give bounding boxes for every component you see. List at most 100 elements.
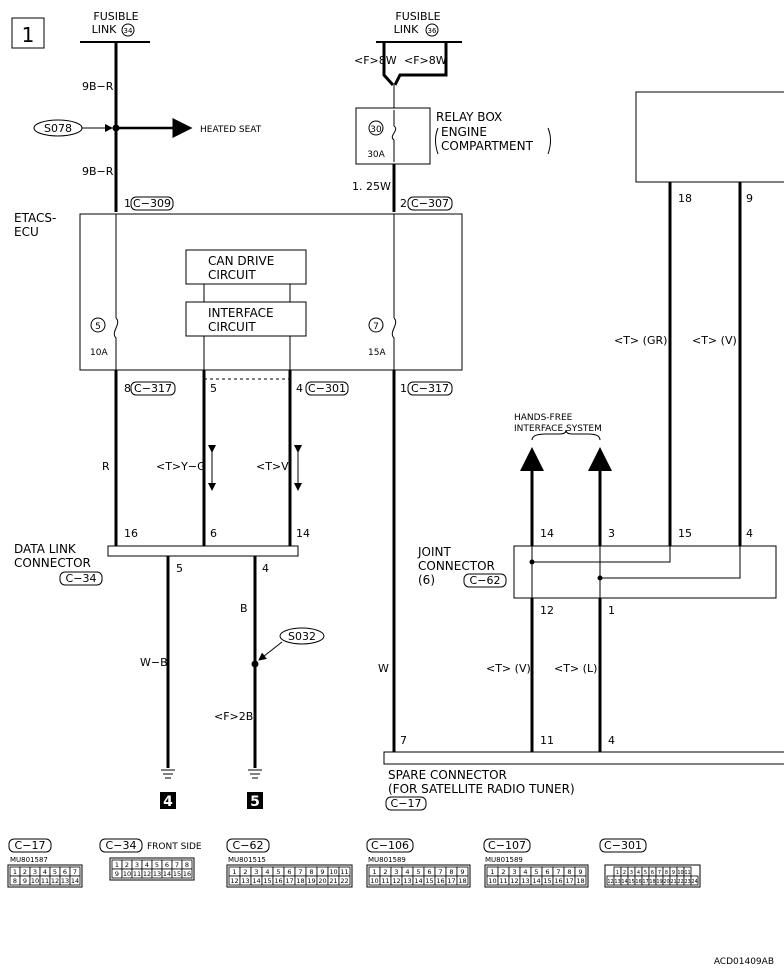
- wire-label-f2b: <F>2B: [214, 710, 253, 723]
- conn-view-pin-label: 11: [340, 868, 348, 876]
- wire-label-w: W: [378, 662, 389, 675]
- connector-view-c34: C−34 FRONT SIDE: [99, 838, 202, 853]
- conn-view-pin-label: 3: [630, 870, 633, 876]
- splice-s032-pointer: [258, 641, 283, 661]
- conn-view-name: C−62: [233, 839, 264, 852]
- relay-fuse-num: 30: [370, 125, 382, 135]
- conn-view-pin-label: 2: [383, 868, 387, 876]
- conn-view-pin-label: 17: [447, 877, 455, 885]
- conn-view-pin-label: 9: [460, 868, 464, 876]
- conn-view-pin-label: 14: [252, 877, 260, 885]
- can-drive-line1: CAN DRIVE: [208, 254, 274, 268]
- conn-view-pin-label: 13: [61, 877, 69, 885]
- conn-c309-label: C−309: [133, 197, 171, 210]
- conn-view-pin-label: 13: [403, 877, 411, 885]
- spare-pin-11: 11: [540, 734, 554, 747]
- conn-c62-tag: [463, 573, 507, 588]
- dlc-label-line1: DATA LINK: [14, 542, 77, 556]
- dlc-pin-16: 16: [124, 527, 138, 540]
- conn-view-housing: [366, 864, 471, 888]
- relay-fuse-symbol: [391, 110, 397, 162]
- joint-line3: (6): [418, 573, 435, 587]
- conn-view-pin-label: 14: [621, 879, 627, 885]
- page-number: 1: [22, 23, 35, 47]
- conn-view-pin-label: 4: [145, 861, 149, 869]
- conn-view-pin-label: 19: [656, 879, 662, 885]
- unit-pin-9: 9: [746, 192, 753, 205]
- joint-bridge-15: [532, 546, 671, 563]
- etacs-fuse7-symbol: [391, 317, 397, 370]
- joint-line1: JOINT: [417, 545, 452, 559]
- conn-view-pin-label: 9: [320, 868, 324, 876]
- conn-view-pin-label: 15: [173, 870, 181, 878]
- joint-pin-15: 15: [678, 527, 692, 540]
- pin-4: 4: [296, 382, 303, 395]
- conn-view-pin-label: 4: [405, 868, 409, 876]
- etacs-ecu-box: [79, 213, 463, 371]
- fusible-link-34-line1: FUSIBLE: [93, 10, 138, 23]
- conn-view-pin-label: 16: [274, 877, 282, 885]
- conn-view-tag: [599, 838, 647, 853]
- conn-view-pin-label: 8: [567, 868, 571, 876]
- conn-view-pin-label: 17: [565, 877, 573, 885]
- conn-view-pin-label: 16: [436, 877, 444, 885]
- conn-view-pin-label: 4: [265, 868, 269, 876]
- conn-c17-tag: [385, 796, 427, 811]
- fusible-link-34-line2: LINK: [92, 23, 118, 36]
- joint-bridge-4: [600, 546, 741, 579]
- conn-view-pin-label: 7: [438, 868, 442, 876]
- conn-c317b-tag: [407, 381, 453, 396]
- conn-view-pin-label: 6: [63, 868, 67, 876]
- splice-s032-dot: [251, 660, 259, 668]
- spare-line2: (FOR SATELLITE RADIO TUNER): [388, 782, 575, 796]
- conn-view-pin-label: 8: [449, 868, 453, 876]
- conn-c317a-tag: [130, 381, 176, 396]
- pin-5: 5: [210, 382, 217, 395]
- conn-view-tag: [366, 838, 414, 853]
- joint-pin-12: 12: [540, 604, 554, 617]
- conn-view-name: C−106: [371, 839, 409, 852]
- conn-view-pin-label: 14: [71, 877, 79, 885]
- connector-view-c106: C−106 MU801589: [366, 838, 414, 864]
- conn-view-tag: [8, 838, 52, 853]
- conn-view-pin-label: 5: [644, 870, 647, 876]
- conn-view-pin-label: 10: [677, 870, 683, 876]
- conn-view-pin-label: 1: [372, 868, 376, 876]
- spare-pin-4: 4: [608, 734, 615, 747]
- conn-view-pin-label: 3: [254, 868, 258, 876]
- conn-view-part: MU801515: [228, 856, 266, 864]
- conn-c317b-label: C−317: [411, 382, 449, 395]
- hands-free-line1: HANDS-FREE: [514, 413, 573, 423]
- dlc-pin-4: 4: [262, 562, 269, 575]
- joint-connector-box: [513, 545, 777, 599]
- spare-line1: SPARE CONNECTOR: [388, 768, 507, 782]
- spare-connector-bar: [383, 751, 784, 765]
- wire-label-tv: <T>V: [256, 460, 289, 473]
- conn-view-pin-label: 7: [658, 870, 661, 876]
- conn-view-pin-label: 15: [425, 877, 433, 885]
- conn-view-pin-label: 1: [616, 870, 619, 876]
- etacs-fuse5-amp: 10A: [90, 348, 108, 358]
- conn-view-pin-label: 20: [663, 879, 669, 885]
- conn-view-pin-label: 7: [298, 868, 302, 876]
- top-right-unit-box: [635, 91, 784, 183]
- wire-label-f8w-left: <F>8W: [354, 54, 397, 67]
- conn-view-pin-label: 1: [232, 868, 236, 876]
- conn-view-cavity: [456, 875, 469, 886]
- hands-free-brace: [531, 429, 601, 441]
- conn-view-name: C−301: [604, 839, 642, 852]
- conn-view-pin-label: 8: [185, 861, 189, 869]
- can-drive-line2: CIRCUIT: [208, 268, 256, 282]
- interface-line1: INTERFACE: [208, 306, 274, 320]
- conn-view-pin-label: 15: [263, 877, 271, 885]
- conn-view-pin-label: 9: [672, 870, 675, 876]
- conn-view-part: MU801589: [485, 856, 523, 864]
- relay-box-line1: RELAY BOX: [436, 110, 502, 124]
- relay-box-line3: COMPARTMENT: [441, 139, 534, 153]
- joint-dot-b: [597, 575, 603, 581]
- conn-view-tag: [483, 838, 531, 853]
- conn-view-pin-label: 8: [13, 877, 17, 885]
- connector-view-c62: C−62 MU801515: [226, 838, 270, 864]
- conn-view-pin-label: 5: [276, 868, 280, 876]
